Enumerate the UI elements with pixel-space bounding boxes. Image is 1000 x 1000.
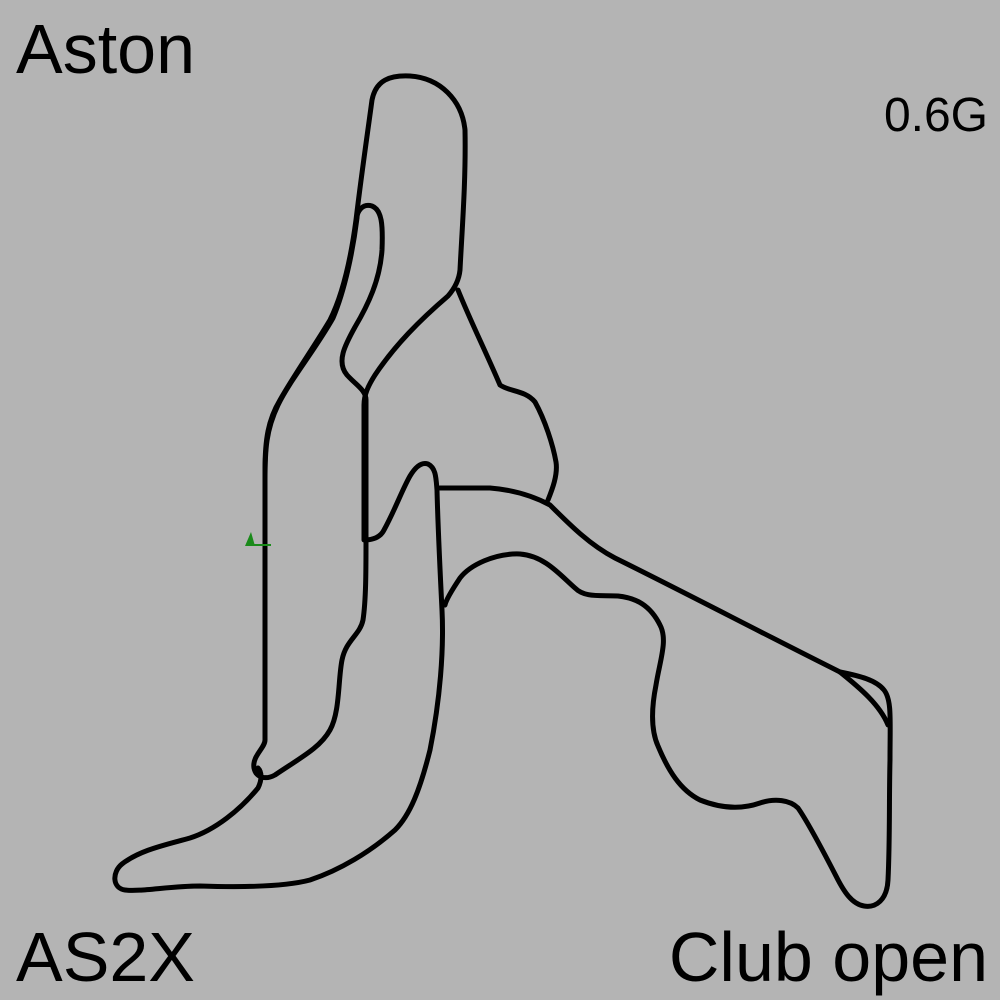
layout-name: Club open [668, 918, 988, 996]
track-name: Aston [16, 10, 195, 88]
start-position-marker-icon [245, 532, 271, 546]
layout-code: AS2X [16, 918, 195, 996]
track-right-hairpin-inner [837, 669, 891, 728]
track-infield-link [455, 287, 559, 503]
grip-level: 0.6G [883, 89, 988, 142]
track-right-section [437, 485, 893, 909]
track-main-circuit [112, 73, 468, 893]
